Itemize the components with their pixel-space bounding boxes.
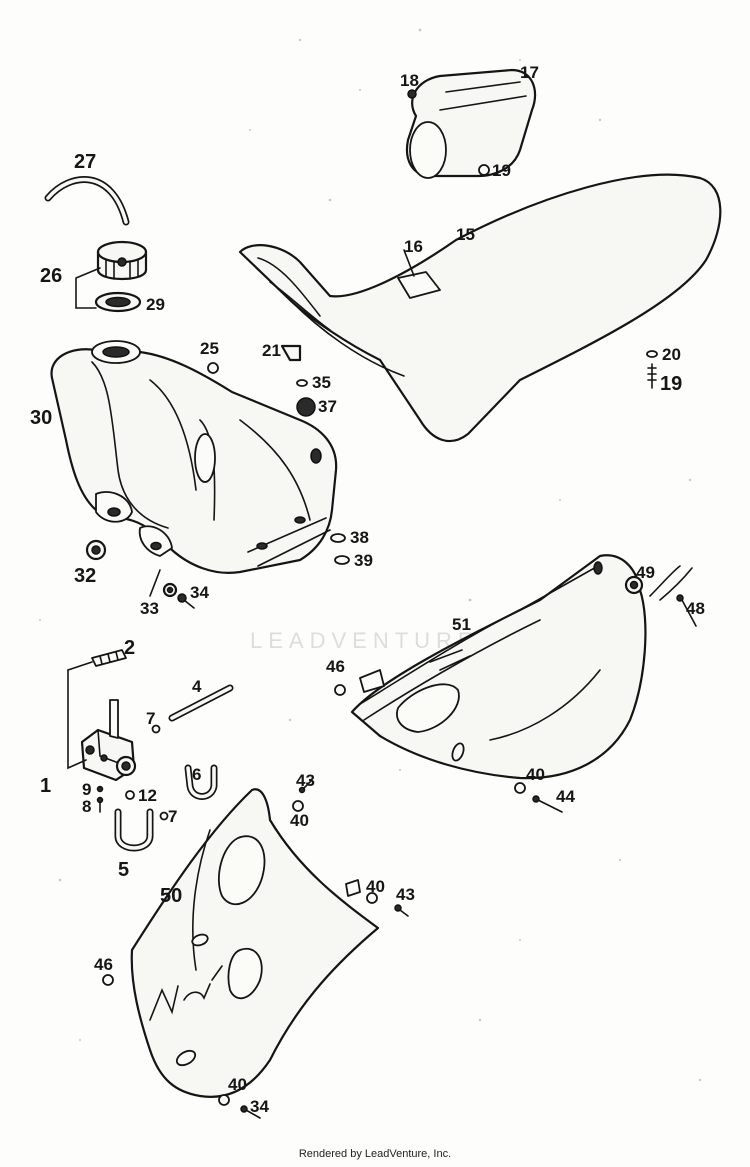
callout-51: 51 (452, 615, 471, 634)
callout-18: 18 (400, 71, 419, 90)
callout-34-bottom: 34 (250, 1097, 269, 1116)
fuel-tank-part (50, 340, 338, 574)
callout-1: 1 (40, 775, 51, 797)
callout-5: 5 (118, 859, 129, 881)
callout-35: 35 (312, 373, 331, 392)
side-cover-right-part (350, 554, 647, 780)
fuel-cap-part (96, 240, 148, 280)
callout-17: 17 (520, 63, 539, 82)
footer-credit: Rendered by LeadVenture, Inc. (298, 1148, 452, 1160)
cap-gasket-part (94, 291, 142, 313)
filter-screen-part (91, 649, 127, 667)
callout-9: 9 (82, 780, 91, 799)
fuel-valve-part (80, 699, 137, 782)
side-cover-left-hardware (102, 779, 409, 1119)
callout-15: 15 (456, 225, 475, 244)
side-cover-right-hardware (334, 565, 697, 813)
side-cover-left-part (130, 788, 380, 1098)
callout-38: 38 (350, 528, 369, 547)
callout-20: 19 (660, 373, 682, 395)
callout-43-top: 43 (296, 771, 315, 790)
callout-bracket-1 (67, 669, 87, 770)
hose-clip-u-part (184, 764, 218, 800)
fuel-hose-part (168, 684, 234, 722)
callout-6: 6 (192, 765, 201, 784)
callout-21: 20 (662, 345, 681, 364)
seat-bolt-part (646, 350, 658, 389)
callout-37: 37 (318, 397, 337, 416)
callout-32: 32 (74, 565, 96, 587)
callout-40-mid: 40 (290, 811, 309, 830)
valve-hardware (96, 724, 169, 821)
callout-26: 25 (200, 339, 219, 358)
callout-4: 4 (192, 677, 202, 696)
callout-34-top: 34 (190, 583, 209, 602)
callout-labels: 27 26 29 30 25 21 35 37 38 39 32 33 34 1… (30, 63, 705, 1116)
callout-12: 12 (138, 786, 157, 805)
callout-19: 19 (492, 161, 511, 180)
callout-39: 39 (354, 551, 373, 570)
callout-40-lower: 40 (366, 877, 385, 896)
callout-44: 44 (556, 787, 575, 806)
tank-hardware (85, 344, 350, 609)
callout-28: 27 (74, 151, 96, 173)
callout-40-right: 40 (526, 765, 545, 784)
callout-8: 8 (82, 797, 91, 816)
callout-43-bottom: 43 (396, 885, 415, 904)
watermark-text: LEADVENTURE (250, 628, 479, 653)
callout-46-left: 46 (94, 955, 113, 974)
callout-40-bottom: 40 (228, 1075, 247, 1094)
callout-46-right: 46 (326, 657, 345, 676)
callout-25: 21 (262, 341, 281, 360)
callout-bracket-27 (75, 267, 101, 309)
callout-7-bottom: 7 (168, 807, 177, 826)
vent-hose-part (44, 176, 130, 226)
callout-33: 33 (140, 599, 159, 618)
fuel-hose-u-part (114, 808, 154, 852)
leader-2 (67, 661, 93, 671)
callout-16: 16 (404, 237, 423, 256)
callout-7-top: 7 (146, 709, 155, 728)
callout-29: 29 (146, 295, 165, 314)
callout-48: 48 (686, 599, 705, 618)
seat-part (238, 173, 722, 443)
callout-2: 2 (124, 637, 135, 659)
callout-27: 26 (40, 265, 62, 287)
callout-49: 49 (636, 563, 655, 582)
callout-30: 30 (30, 407, 52, 429)
seat-roll-part (405, 68, 537, 179)
callout-50: 50 (160, 885, 182, 907)
